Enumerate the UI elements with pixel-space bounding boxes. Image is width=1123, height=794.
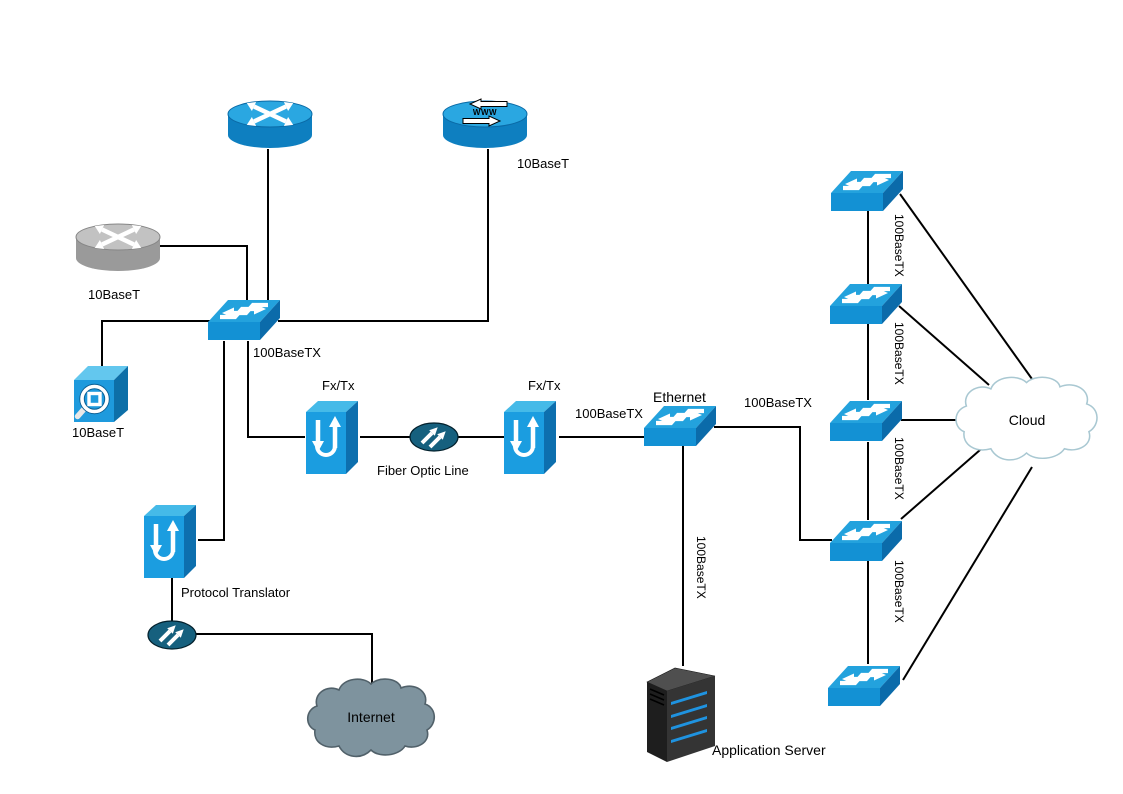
label-trunk2-100basetx: 100BaseTX: [892, 322, 906, 385]
switch-icon: [208, 300, 280, 340]
switch-1-node[interactable]: [831, 171, 903, 211]
label-trunk3-100basetx: 100BaseTX: [892, 437, 906, 500]
link-www-to-switch[interactable]: [278, 149, 489, 322]
media-converter-right-node[interactable]: [504, 401, 556, 474]
application-server-node[interactable]: [646, 667, 716, 763]
protocol-translator-icon: [144, 505, 196, 578]
switch-icon: [830, 521, 902, 561]
server-tower-icon: [646, 667, 716, 763]
label-application-server: Application Server: [712, 742, 826, 758]
label-hub-10baset: 10BaseT: [72, 425, 124, 440]
connections: [101, 149, 1033, 692]
switch-icon: [831, 171, 903, 211]
link-switch5-cloud[interactable]: [902, 466, 1033, 681]
link-switch2-cloud[interactable]: [898, 305, 990, 386]
switch-5-node[interactable]: [828, 666, 900, 706]
label-server-link-100basetx: 100BaseTX: [694, 536, 708, 599]
router-node[interactable]: [227, 100, 313, 149]
link-switch-to-translator[interactable]: [198, 341, 225, 541]
switch-3-node[interactable]: [830, 401, 902, 441]
www-arrow-right-icon: [462, 115, 502, 127]
label-ethernet: Ethernet: [653, 389, 706, 405]
link-ethernet-to-switch4[interactable]: [714, 426, 832, 541]
label-trunk4-100basetx: 100BaseTX: [892, 560, 906, 623]
label-fxtx-left: Fx/Tx: [322, 378, 355, 393]
switch-icon: [830, 401, 902, 441]
magnifier-cube-icon: [74, 366, 128, 422]
media-converter-icon: [306, 401, 358, 474]
switch-4-node[interactable]: [830, 521, 902, 561]
media-converter-icon: [504, 401, 556, 474]
main-switch-node[interactable]: [208, 300, 280, 340]
link-gray-router-to-switch[interactable]: [160, 245, 248, 300]
gray-router-icon: [75, 223, 161, 272]
fiber-optic-node[interactable]: [408, 421, 460, 453]
switch-2-node[interactable]: [830, 284, 902, 324]
switch-icon: [644, 406, 716, 446]
gray-router-node[interactable]: [75, 223, 161, 272]
protocol-translator-node[interactable]: [144, 505, 196, 578]
www-server-node[interactable]: WWW: [442, 98, 528, 149]
switch-icon: [830, 284, 902, 324]
link-switch1-cloud[interactable]: [899, 193, 1033, 380]
label-eth-out-100basetx: 100BaseTX: [744, 395, 812, 410]
labels: 10BaseT 10BaseT 100BaseTX 10BaseT Fx/Tx …: [72, 156, 1045, 758]
label-switch-100basetx: 100BaseTX: [253, 345, 321, 360]
link-switch4-cloud[interactable]: [900, 449, 981, 520]
www-glyph: WWW: [473, 108, 497, 117]
label-trunk1-100basetx: 100BaseTX: [892, 214, 906, 277]
wan-link-icon: [146, 619, 198, 651]
ethernet-switch-node[interactable]: [644, 406, 716, 446]
label-eth-in-100basetx: 100BaseTX: [575, 406, 643, 421]
link-switch-to-hub[interactable]: [101, 320, 210, 368]
nodes: WWW: [74, 98, 1098, 763]
label-cloud: Cloud: [1009, 412, 1046, 428]
label-fxtx-right: Fx/Tx: [528, 378, 561, 393]
label-www-10baset: 10BaseT: [517, 156, 569, 171]
mgmt-hub-node[interactable]: [74, 366, 128, 422]
label-fiber-optic-line: Fiber Optic Line: [377, 463, 469, 478]
label-gray-router-10baset: 10BaseT: [88, 287, 140, 302]
label-protocol-translator: Protocol Translator: [181, 585, 291, 600]
media-converter-left-node[interactable]: [306, 401, 358, 474]
www-arrow-left-icon: [468, 98, 508, 110]
wan-link-node[interactable]: [146, 619, 198, 651]
router-icon: [227, 100, 313, 149]
link-wan-to-internet[interactable]: [193, 633, 373, 692]
fiber-link-icon: [408, 421, 460, 453]
switch-icon: [828, 666, 900, 706]
link-switch-to-converter-left[interactable]: [247, 341, 305, 438]
label-internet: Internet: [347, 709, 395, 725]
